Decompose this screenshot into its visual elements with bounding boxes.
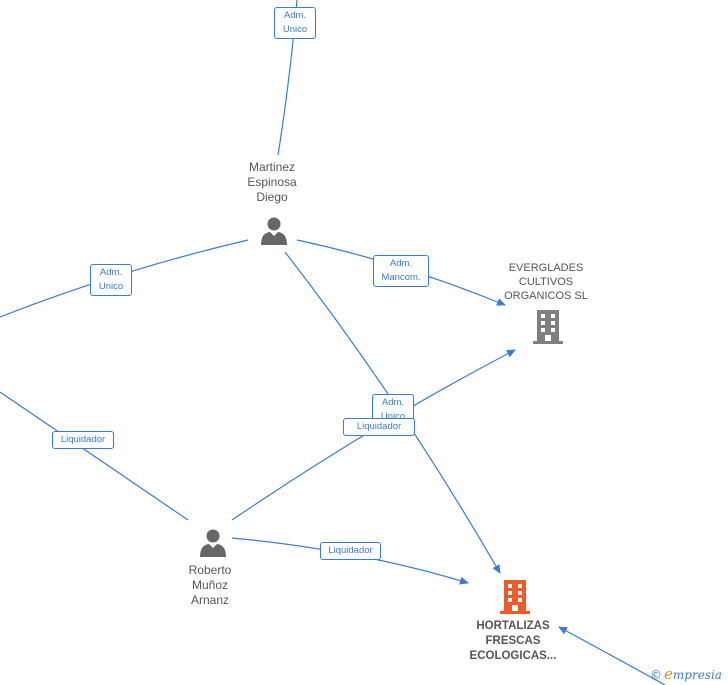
label-line: HORTALIZAS xyxy=(476,620,550,632)
label-line: Muñoz xyxy=(191,578,229,592)
brand-initial: e xyxy=(664,665,673,683)
edge-corner-to-hortalizas xyxy=(558,626,666,685)
label-line: EVERGLADES xyxy=(508,262,584,274)
edge-label-adm-unico-mid[interactable]: Adm. Unico xyxy=(372,394,414,421)
edge-label-liquidador-bottom[interactable]: Liquidador xyxy=(320,542,381,560)
copyright-symbol: © xyxy=(650,668,662,682)
edge-left-to-roberto xyxy=(0,391,189,521)
label-line: Espinosa xyxy=(247,175,297,189)
label-line: Roberto xyxy=(188,563,232,577)
edge-label-line: Unico xyxy=(282,24,308,35)
edge-label-adm-unico-top[interactable]: Adm. Unico xyxy=(274,7,316,39)
edge-label-line: Liquidador xyxy=(60,434,106,445)
label-line: Arnanz xyxy=(190,593,230,607)
building-icon[interactable] xyxy=(500,580,530,614)
edge-label-line: Adm. xyxy=(99,267,123,278)
brand-name: mpresia xyxy=(672,668,722,682)
person-label-roberto[interactable]: Roberto Muñoz Arnanz xyxy=(170,563,250,608)
label-line: CULTIVOS xyxy=(518,276,574,288)
edge-label-liquidador-left[interactable]: Liquidador xyxy=(52,431,114,449)
label-line: ECOLOGICAS... xyxy=(469,650,557,662)
edge-label-line: Mancom. xyxy=(381,272,421,283)
edge-label-liquidador-mid[interactable]: Liquidador xyxy=(343,418,415,436)
person-icon[interactable] xyxy=(198,528,228,558)
label-line: FRESCAS xyxy=(485,635,541,647)
edge-label-line: Liquidador xyxy=(356,421,402,432)
label-line: ORGANICOS SL xyxy=(504,290,588,302)
company-label-hortalizas[interactable]: HORTALIZAS FRESCAS ECOLOGICAS... xyxy=(453,619,573,664)
empresia-logo: ©empresia xyxy=(650,665,722,683)
label-line: Diego xyxy=(256,190,288,204)
edge-label-adm-mancom[interactable]: Adm. Mancom. xyxy=(373,255,429,287)
edge-label-line: Liquidador xyxy=(328,545,373,556)
person-icon[interactable] xyxy=(259,216,289,246)
edge-label-line: Unico xyxy=(98,281,124,292)
company-label-everglades[interactable]: EVERGLADES CULTIVOS ORGANICOS SL xyxy=(486,261,606,303)
person-label-martinez[interactable]: Martinez Espinosa Diego xyxy=(232,160,312,205)
edge-label-line: Adm. xyxy=(389,258,413,269)
edge-label-adm-unico-left[interactable]: Adm. Unico xyxy=(90,264,132,296)
edge-label-line: Adm. xyxy=(283,10,307,21)
building-icon[interactable] xyxy=(533,310,563,344)
edge-label-line: Unico xyxy=(380,411,406,421)
label-line: Martinez xyxy=(248,160,295,174)
edge-label-line: Adm. xyxy=(381,397,405,408)
